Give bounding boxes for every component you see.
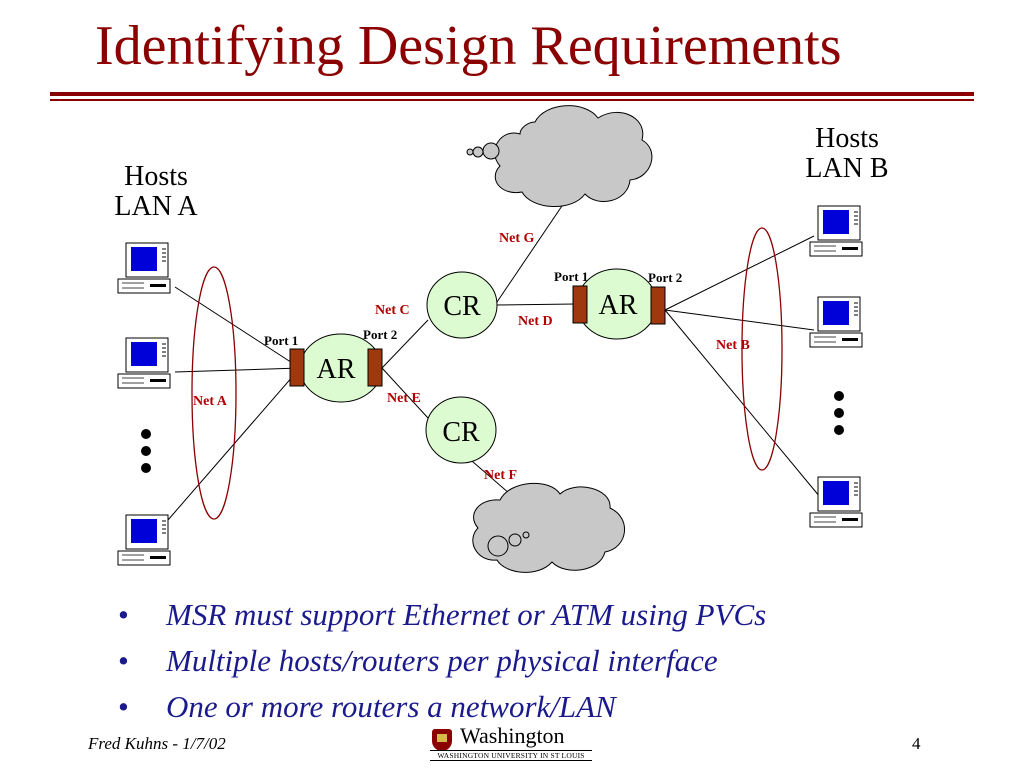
links (167, 196, 821, 521)
router-ar-right (572, 268, 666, 340)
host-a1 (117, 242, 171, 294)
router-cr-top (426, 271, 498, 339)
host-a2 (117, 337, 171, 389)
hosts-lan-a-line2: LAN A (114, 191, 198, 222)
page-number: 4 (912, 734, 921, 753)
ar-left-label: AR (317, 354, 356, 385)
router-ar-left (289, 333, 383, 403)
net-f-label: Net F (484, 468, 517, 483)
port2-right-label: Port 2 (648, 270, 682, 285)
cr-bottom-label: CR (442, 417, 480, 448)
bullet-text: Multiple hosts/routers per physical inte… (166, 643, 718, 678)
host-b1 (809, 205, 863, 257)
bullet-item: • Multiple hosts/routers per physical int… (118, 638, 766, 684)
bullet-list: • MSR must support Ethernet or ATM using … (118, 592, 766, 730)
bullet-dot: • (118, 597, 129, 632)
router-cr-bottom (425, 396, 497, 464)
hosts-lan-a-line1: Hosts (124, 161, 188, 192)
net-a-ellipse (191, 266, 237, 520)
net-c-label: Net C (375, 303, 410, 318)
bullet-item: • One or more routers a network/LAN (118, 684, 766, 730)
logo-subtitle: WASHINGTON UNIVERSITY IN ST LOUIS (430, 750, 592, 761)
port2-left-label: Port 2 (363, 327, 397, 342)
port1-left-label: Port 1 (264, 333, 298, 348)
more-hosts-b-dots (834, 391, 844, 435)
bullet-text: One or more routers a network/LAN (166, 689, 616, 724)
net-b-ellipse (741, 227, 783, 471)
bullet-dot: • (118, 689, 129, 724)
net-a-label: Net A (193, 394, 228, 409)
slide-title: Identifying Design Requirements (95, 15, 842, 77)
host-b3 (809, 476, 863, 528)
net-d-label: Net D (518, 314, 553, 329)
hosts-lan-b-line2: LAN B (805, 153, 889, 184)
net-b-label: Net B (716, 338, 750, 353)
university-seal-icon (432, 729, 452, 751)
ar-right-label: AR (599, 290, 638, 321)
net-e-label: Net E (387, 391, 421, 406)
bullet-item: • MSR must support Ethernet or ATM using … (118, 592, 766, 638)
washington-logo: Washington WASHINGTON UNIVERSITY IN ST L… (430, 723, 594, 761)
cr-top-label: CR (443, 291, 481, 322)
footer-author: Fred Kuhns - 1/7/02 (88, 734, 226, 753)
bullet-text: MSR must support Ethernet or ATM using P… (166, 597, 767, 632)
bullet-dot: • (118, 643, 129, 678)
logo-name: Washington (460, 723, 565, 748)
cloud-bottom (472, 482, 626, 573)
cloud-top (466, 105, 653, 207)
title-rule-thick (50, 92, 974, 96)
hosts-lan-b-line1: Hosts (815, 123, 879, 154)
hosts-lan-a-label: Hosts LAN A (106, 162, 206, 222)
network-diagram: AR AR CR CR Port 1 Port 2 Port 1 Port 2 … (117, 105, 863, 573)
host-a3 (117, 514, 171, 566)
host-b2 (809, 296, 863, 348)
title-rule-thin (50, 99, 974, 101)
port1-right-label: Port 1 (554, 269, 588, 284)
more-hosts-a-dots (141, 429, 151, 473)
net-g-label: Net G (499, 231, 534, 246)
hosts-lan-b-label: Hosts LAN B (795, 124, 899, 184)
